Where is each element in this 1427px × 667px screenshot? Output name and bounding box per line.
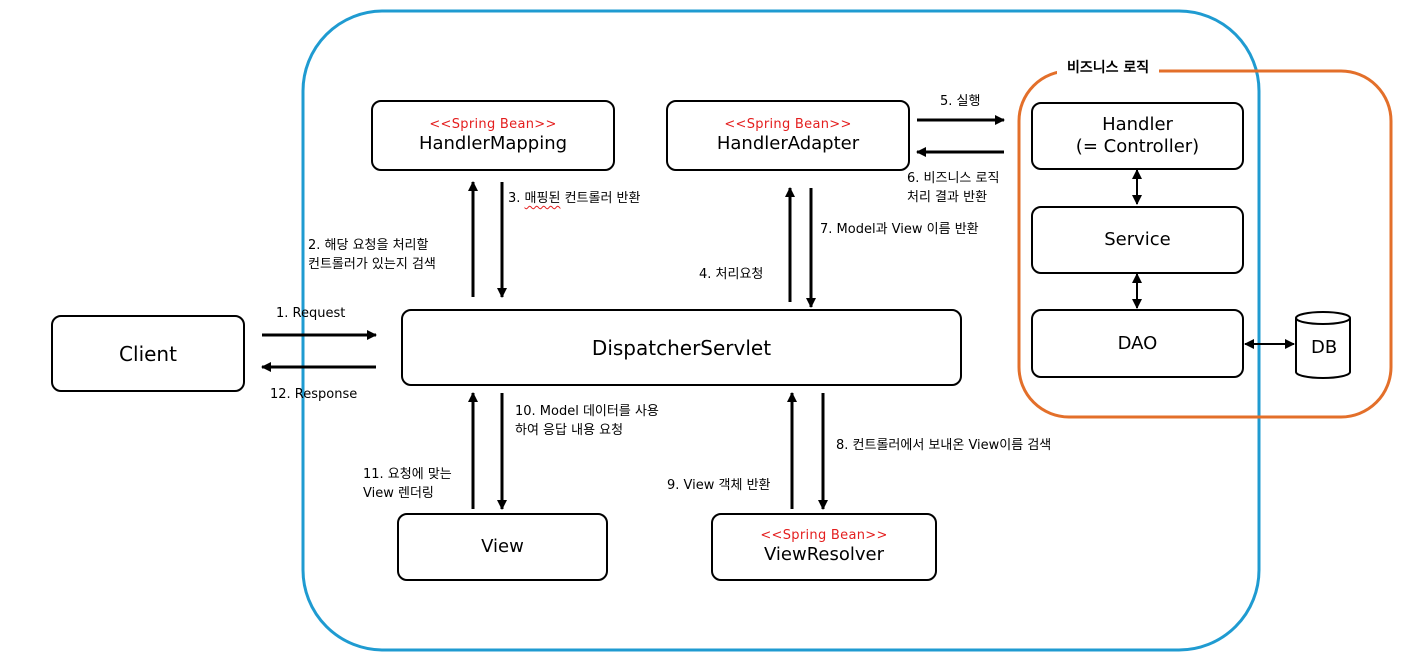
- handler-mapping-box[interactable]: <<Spring Bean>> HandlerMapping: [371, 100, 615, 171]
- step-5-label: 5. 실행: [940, 94, 981, 109]
- dispatcher-servlet-box[interactable]: DispatcherServlet: [401, 309, 962, 386]
- handler-mapping-stereotype: <<Spring Bean>>: [429, 116, 557, 132]
- handler-label: Handler: [1102, 114, 1173, 135]
- view-label: View: [481, 536, 524, 557]
- dao-label: DAO: [1117, 332, 1158, 354]
- step-10-label: 10. Model 데이터를 사용 하여 응답 내용 요청: [515, 404, 659, 438]
- business-logic-group-border: [1017, 69, 1393, 419]
- step-11-label: 11. 요청에 맞는 View 렌더링: [363, 467, 452, 501]
- step-3-label: 3. 매핑된 컨트롤러 반환: [508, 189, 640, 208]
- handler-adapter-box[interactable]: <<Spring Bean>> HandlerAdapter: [666, 100, 910, 171]
- step-8-label: 8. 컨트롤러에서 보내온 View이름 검색: [836, 438, 1052, 453]
- handler-box[interactable]: Handler (= Controller): [1031, 102, 1244, 170]
- business-logic-group-title: 비즈니스 로직: [1057, 58, 1160, 78]
- db-label: DB: [1311, 337, 1338, 358]
- step-3-number: 3.: [508, 191, 521, 206]
- view-box[interactable]: View: [397, 513, 608, 581]
- step-3-misspelled-word: 매핑된: [524, 191, 561, 206]
- step-9-label: 9. View 객체 반환: [667, 478, 771, 493]
- client-box[interactable]: Client: [51, 315, 245, 392]
- step-4-label: 4. 처리요청: [699, 267, 764, 282]
- handler-mapping-label: HandlerMapping: [418, 132, 568, 154]
- step-7-label: 7. Model과 View 이름 반환: [820, 222, 979, 237]
- db-cylinder-shape: [1295, 311, 1351, 379]
- view-resolver-box[interactable]: <<Spring Bean>> ViewResolver: [711, 513, 937, 581]
- service-box[interactable]: Service: [1031, 206, 1244, 274]
- step-6-label: 6. 비즈니스 로직 처리 결과 반환: [907, 171, 1000, 205]
- client-label: Client: [119, 341, 177, 366]
- step-1-label: 1. Request: [276, 306, 346, 321]
- dispatcher-servlet-label: DispatcherServlet: [591, 335, 772, 360]
- dao-box[interactable]: DAO: [1031, 309, 1244, 378]
- handler-adapter-stereotype: <<Spring Bean>>: [724, 116, 852, 132]
- view-resolver-label: ViewResolver: [763, 544, 884, 565]
- service-label: Service: [1104, 229, 1171, 250]
- step-2-label: 2. 해당 요청을 처리할 컨트롤러가 있는지 검색: [308, 238, 436, 272]
- handler-subtitle: (= Controller): [1075, 136, 1200, 157]
- spring-container-border: [301, 9, 1261, 652]
- step-3-rest: 컨트롤러 반환: [564, 191, 641, 206]
- handler-adapter-label: HandlerAdapter: [716, 132, 860, 154]
- view-resolver-stereotype: <<Spring Bean>>: [760, 528, 888, 543]
- step-12-label: 12. Response: [270, 387, 358, 402]
